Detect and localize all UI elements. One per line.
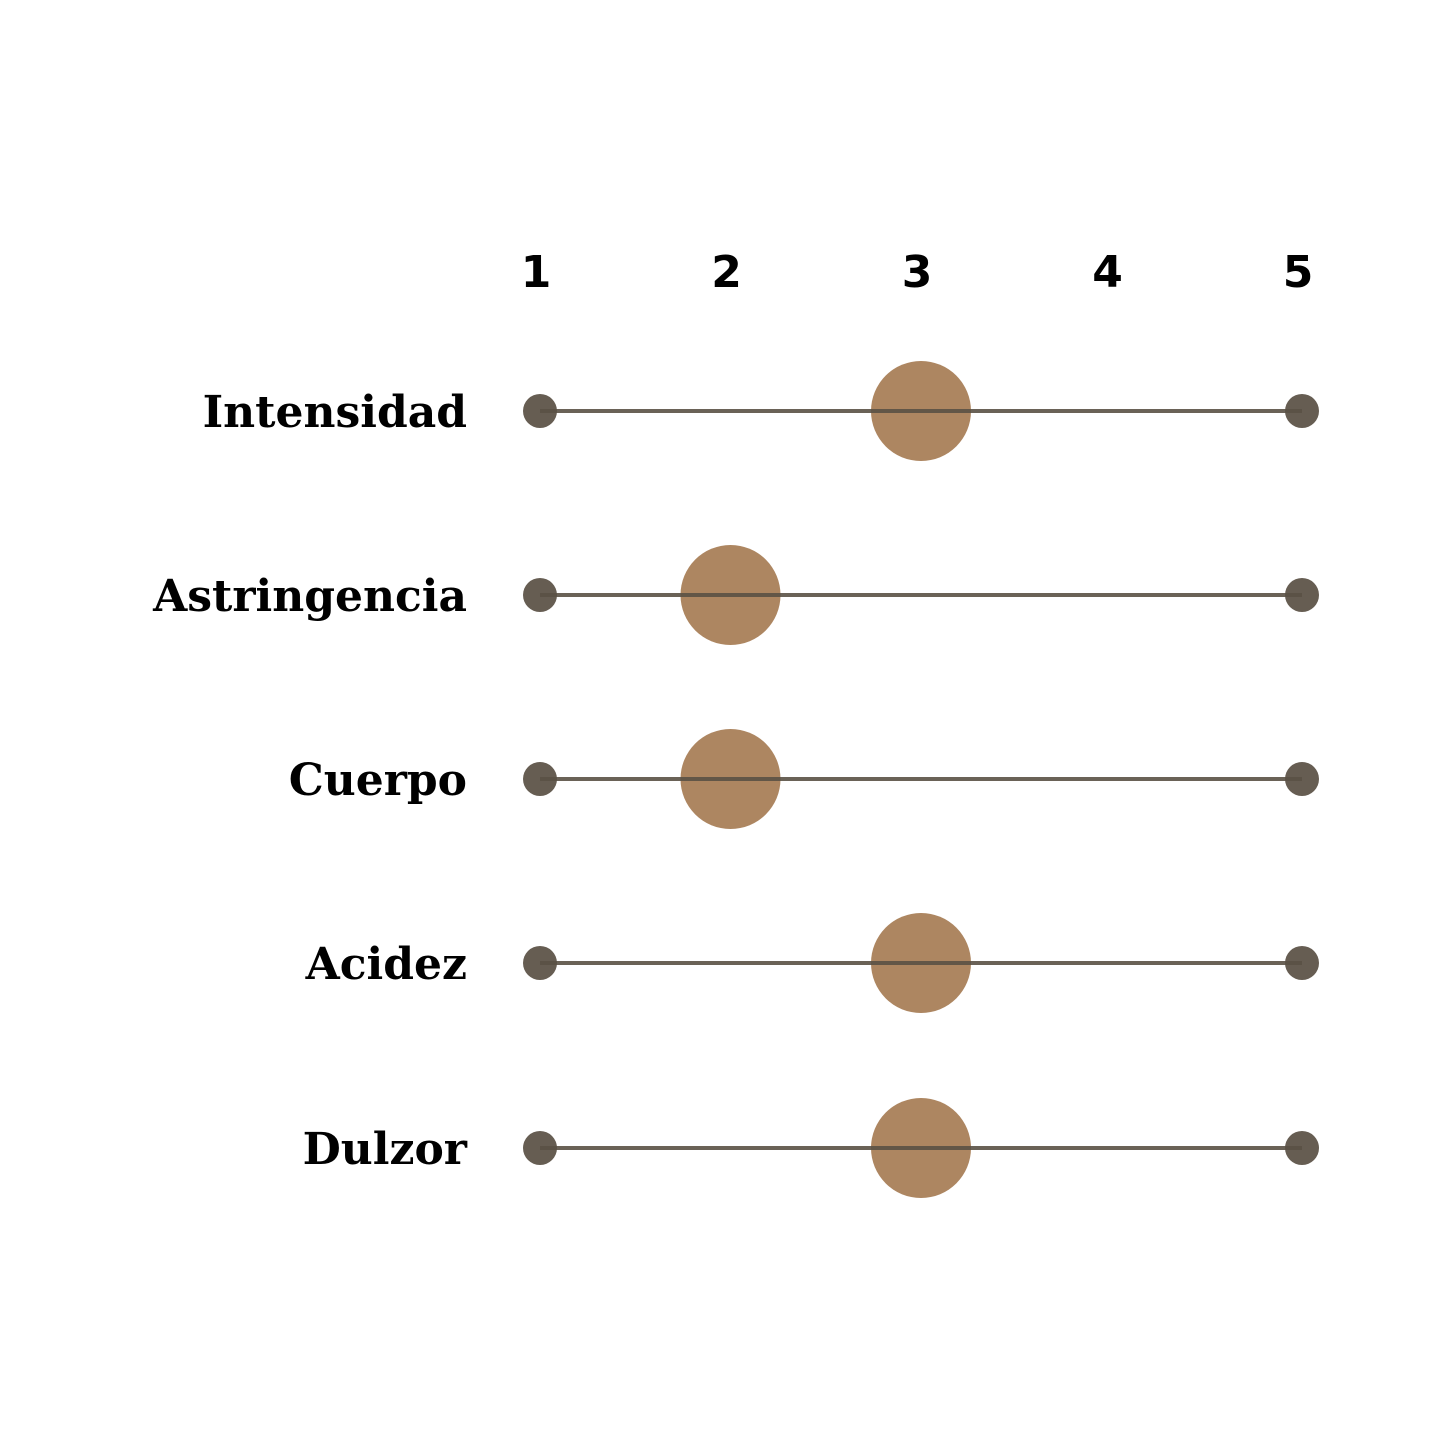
category-label: Acidez <box>305 939 467 990</box>
tick-label: 4 <box>1092 247 1123 298</box>
tick-label: 3 <box>902 247 933 298</box>
tick-label: 5 <box>1283 247 1314 298</box>
tick-label: 2 <box>711 247 742 298</box>
category-label: Dulzor <box>303 1124 468 1175</box>
category-label: Astringencia <box>152 571 467 622</box>
tick-label: 1 <box>521 247 552 298</box>
category-label: Cuerpo <box>289 755 467 806</box>
category-label: Intensidad <box>203 387 467 438</box>
